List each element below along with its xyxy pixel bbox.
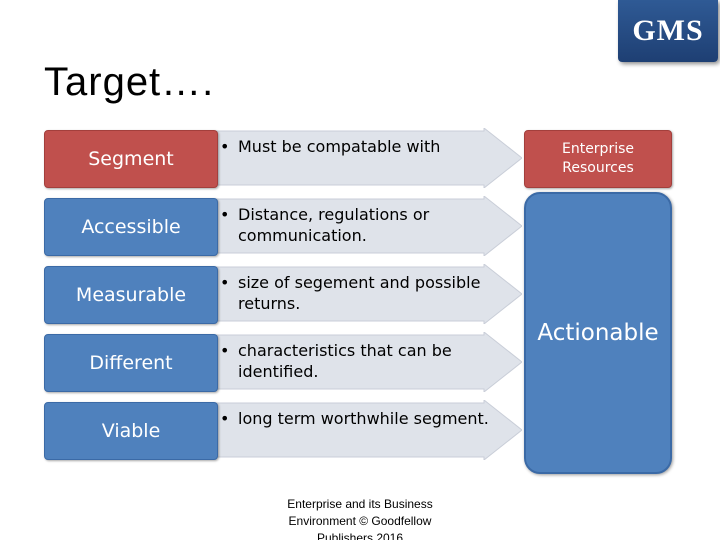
- measurable-box: Measurable: [44, 266, 218, 324]
- viable-desc: • long term worthwhile segment.: [220, 408, 510, 429]
- logo-text: GMS: [632, 14, 704, 47]
- segment-desc-text: Must be compatable with: [238, 137, 441, 156]
- row-arrow: [192, 264, 522, 324]
- segmentation-diagram: Segment • Must be compatable with Access…: [42, 126, 674, 474]
- segment-box: Segment: [44, 130, 218, 188]
- accessible-desc: • Distance, regulations or communication…: [220, 204, 510, 246]
- enterprise-resources-box: Enterprise Resources: [524, 130, 672, 188]
- viable-desc-text: long term worthwhile segment.: [238, 409, 489, 428]
- row-measurable: Measurable • size of segement and possib…: [42, 264, 522, 324]
- row-arrow: [192, 128, 522, 188]
- different-desc-text: characteristics that can be identified.: [238, 341, 452, 381]
- measurable-desc-text: size of segement and possible returns.: [238, 273, 481, 313]
- bullet: •: [220, 205, 230, 224]
- segment-desc: • Must be compatable with: [220, 136, 510, 157]
- bullet: •: [220, 273, 230, 292]
- gms-logo: GMS: [618, 0, 718, 62]
- row-accessible: Accessible • Distance, regulations or co…: [42, 196, 522, 256]
- row-different: Different • characteristics that can be …: [42, 332, 522, 392]
- accessible-box: Accessible: [44, 198, 218, 256]
- row-viable: Viable • long term worthwhile segment.: [42, 400, 522, 460]
- row-arrow: [192, 400, 522, 460]
- different-box: Different: [44, 334, 218, 392]
- accessible-desc-text: Distance, regulations or communication.: [238, 205, 430, 245]
- actionable-box: Actionable: [524, 192, 672, 474]
- viable-box: Viable: [44, 402, 218, 460]
- bullet: •: [220, 409, 230, 428]
- row-arrow: [192, 332, 522, 392]
- bullet: •: [220, 137, 230, 156]
- bullet: •: [220, 341, 230, 360]
- row-arrow: [192, 196, 522, 256]
- different-desc: • characteristics that can be identified…: [220, 340, 510, 382]
- slide-title: Target….: [44, 60, 215, 104]
- row-segment: Segment • Must be compatable with: [42, 128, 522, 188]
- footer-credit: Enterprise and its Business Environment …: [287, 497, 433, 540]
- measurable-desc: • size of segement and possible returns.: [220, 272, 510, 314]
